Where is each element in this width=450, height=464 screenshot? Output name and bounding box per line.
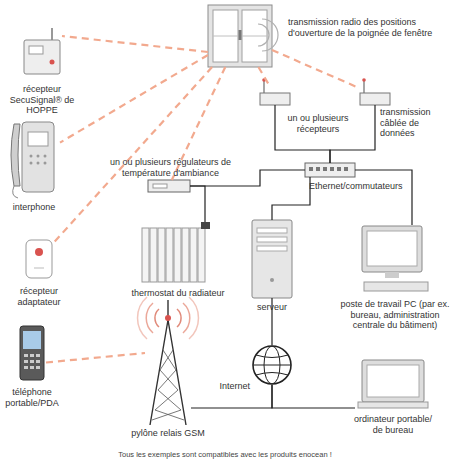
wired-link xyxy=(355,170,412,225)
device-node: interphone xyxy=(8,118,60,198)
node-label: récepteur adaptateur xyxy=(0,286,78,307)
device-node: un ou plusieurs régulateurs de températu… xyxy=(148,180,190,192)
wired-link xyxy=(272,385,355,408)
radiator-icon xyxy=(142,222,210,282)
label-group: ordinateur portable/ de bureau xyxy=(350,414,436,435)
node-label: pylône relais GSM xyxy=(120,428,216,439)
pc-icon xyxy=(362,226,428,291)
device-node: pylône relais GSM xyxy=(145,300,191,425)
device-node: Internet xyxy=(252,345,292,385)
radio-link xyxy=(46,353,145,363)
node-label: transmission câblée de données xyxy=(380,107,448,139)
node-label: interphone xyxy=(0,202,68,213)
label-group: Ethernet/commutateurs xyxy=(309,181,411,192)
device-node: transmission câblée de données xyxy=(360,85,390,105)
label-group: transmission radio des positions d'ouver… xyxy=(288,17,448,38)
label-group: un ou plusieurs récepteurs xyxy=(282,113,354,134)
label-group: un ou plusieurs régulateurs de températu… xyxy=(103,157,238,178)
adapter-icon xyxy=(26,240,52,278)
label-group: poste de travail PC (par ex. bureau, adm… xyxy=(340,299,450,331)
node-label: thermostat du radiateur xyxy=(130,288,226,299)
internet-globe xyxy=(253,346,291,384)
label-group: récepteur adaptateur xyxy=(0,286,78,307)
device-node: Ethernet/commutateurs xyxy=(305,163,355,177)
node-label: serveur xyxy=(242,302,302,313)
label-group: Internet xyxy=(208,381,250,392)
label-group: récepteur SecuSignal® de HOPPE xyxy=(0,84,84,116)
label-group: téléphone portable/PDA xyxy=(0,387,64,408)
node-label: un ou plusieurs récepteurs xyxy=(282,113,354,134)
phone-icon xyxy=(20,326,44,380)
node-label: récepteur SecuSignal® de HOPPE xyxy=(0,84,84,116)
radio-link xyxy=(62,36,208,52)
device-node: thermostat du radiateur xyxy=(140,222,216,284)
secusignal-icon xyxy=(24,28,60,74)
caption: Tous les exemples sont compatibles avec … xyxy=(0,450,450,459)
radio-link xyxy=(272,50,360,88)
device-node: transmission radio des positions d'ouver… xyxy=(208,5,272,67)
wired-link xyxy=(272,177,310,220)
device-node: récepteur SecuSignal® de HOPPE xyxy=(22,28,62,76)
laptop-icon xyxy=(358,360,428,408)
device-node: poste de travail PC (par ex. bureau, adm… xyxy=(360,225,432,295)
node-label: ordinateur portable/ de bureau xyxy=(350,414,436,435)
radio-link xyxy=(60,55,208,143)
server-icon xyxy=(252,220,292,298)
label-group: pylône relais GSM xyxy=(120,428,216,439)
label-group: thermostat du radiateur xyxy=(130,288,226,299)
gsm-tower xyxy=(138,297,199,425)
device-node: téléphone portable/PDA xyxy=(18,325,46,381)
node-label: Ethernet/commutateurs xyxy=(309,181,411,192)
receiver-icon xyxy=(260,78,390,105)
window-icon xyxy=(208,5,278,67)
radio-link xyxy=(258,67,269,85)
device-node: récepteur adaptateur xyxy=(25,238,53,280)
label-group: transmission câblée de données xyxy=(380,107,448,139)
node-label: téléphone portable/PDA xyxy=(0,387,64,408)
node-label: poste de travail PC (par ex. bureau, adm… xyxy=(340,299,450,331)
node-label: un ou plusieurs régulateurs de températu… xyxy=(103,157,238,178)
device-node: serveur xyxy=(250,220,294,298)
node-label: Internet xyxy=(208,381,250,392)
device-node: un ou plusieurs récepteurs xyxy=(260,85,290,105)
device-node: ordinateur portable/ de bureau xyxy=(355,358,431,410)
label-group: interphone xyxy=(0,202,68,213)
label-group: serveur xyxy=(242,302,302,313)
regulator-icon xyxy=(148,180,190,192)
wired-link xyxy=(190,186,205,222)
radio-link xyxy=(53,67,212,244)
interphone-icon xyxy=(11,122,54,198)
switch-icon xyxy=(305,163,355,177)
node-label: transmission radio des positions d'ouver… xyxy=(288,17,448,38)
